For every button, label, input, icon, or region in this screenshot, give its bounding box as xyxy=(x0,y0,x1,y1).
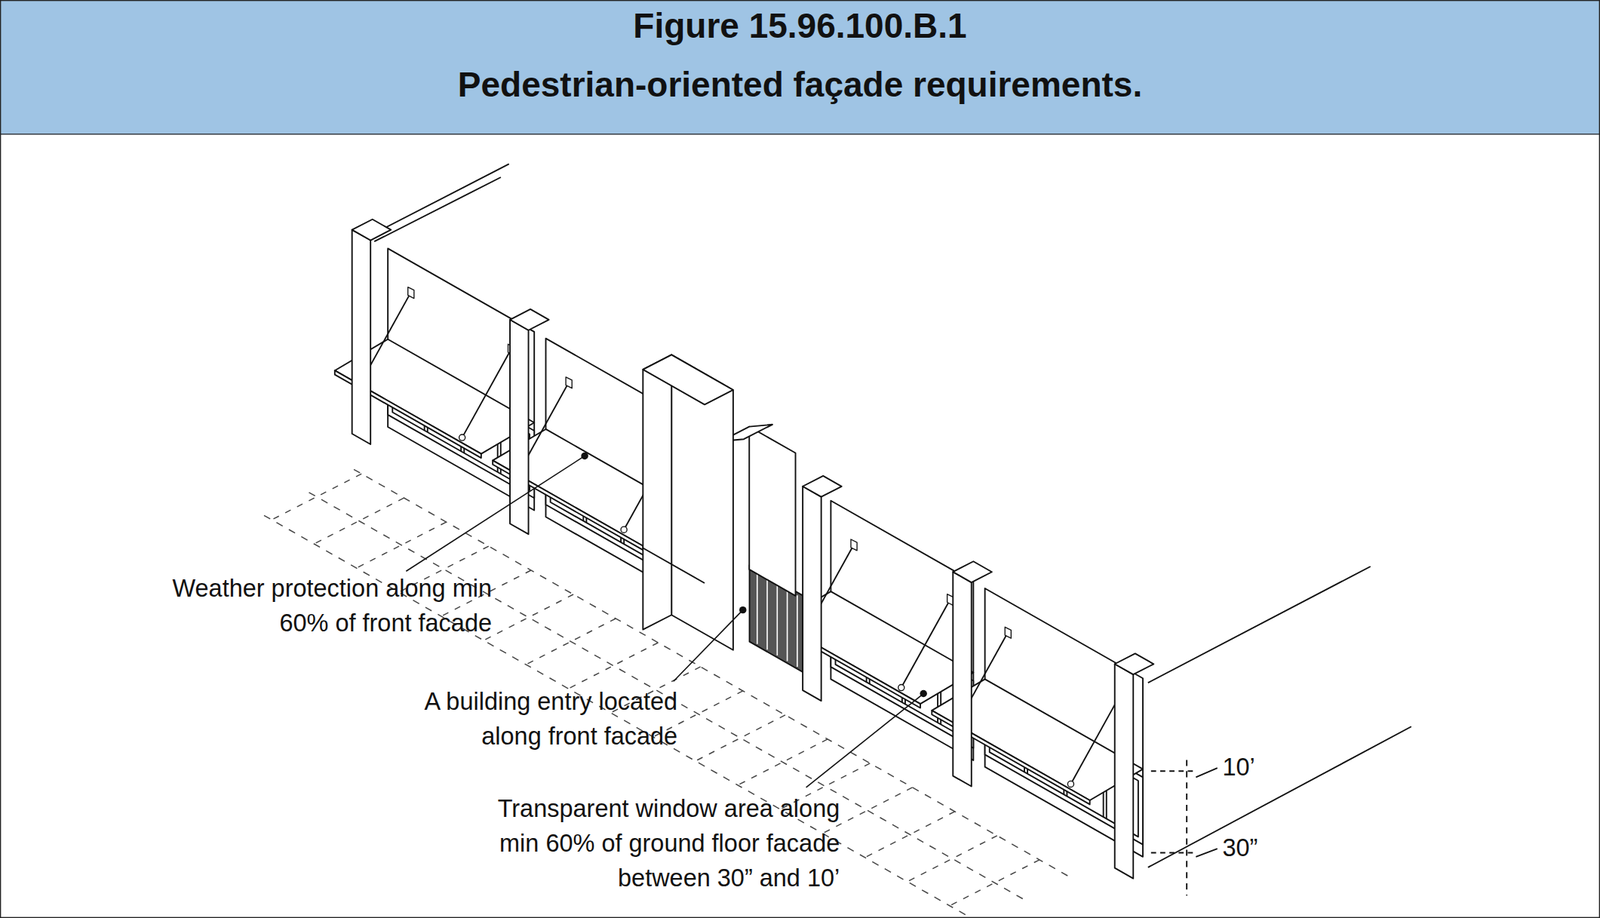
callout-label: A building entry located along front fac… xyxy=(371,684,678,754)
pillar-front xyxy=(1114,663,1134,879)
pillar-top xyxy=(1114,653,1155,675)
pillar-front xyxy=(802,486,822,701)
awning-support-rod xyxy=(901,598,951,688)
pillar-front xyxy=(952,571,972,787)
paving-joint xyxy=(737,739,828,786)
entry-surround xyxy=(749,426,796,596)
rod-anchor xyxy=(620,526,627,533)
paving-joint xyxy=(949,859,1040,906)
entry-door-line xyxy=(776,583,778,656)
height-dimension xyxy=(1151,759,1218,896)
paving-joint xyxy=(695,715,786,762)
dimension-leader xyxy=(1195,848,1217,857)
pillar-top xyxy=(352,219,392,241)
dimension-label: 30” xyxy=(1222,830,1295,866)
paving-joint xyxy=(271,473,362,520)
paving-joint xyxy=(313,497,404,544)
entry-door-line xyxy=(756,572,759,645)
dimension-leader xyxy=(1195,767,1217,777)
tower-side xyxy=(642,354,672,630)
entry-tower xyxy=(642,354,815,679)
leader-dot xyxy=(739,606,747,614)
awning-support-rod xyxy=(462,349,512,438)
paving-joint xyxy=(525,618,616,665)
dimension-tick xyxy=(1151,852,1195,854)
paving-joint xyxy=(483,594,574,641)
side-wall-edge xyxy=(1148,566,1371,683)
side-walls xyxy=(374,163,1412,867)
tower-top xyxy=(642,354,734,405)
rod-anchor xyxy=(898,684,905,691)
leader-line xyxy=(806,694,925,788)
paving-joint xyxy=(865,811,956,858)
leader-line xyxy=(673,610,744,682)
rod-bracket xyxy=(850,539,857,551)
side-wall-edge xyxy=(374,177,501,242)
figure-title: Figure 15.96.100.B.1 xyxy=(0,6,1600,47)
storefront-bays xyxy=(334,248,1143,857)
leader-line xyxy=(405,455,585,572)
side-wall-edge xyxy=(374,163,510,234)
pillars xyxy=(352,219,1155,879)
pillar-top xyxy=(509,309,550,331)
rod-anchor xyxy=(1067,780,1074,787)
rod-bracket xyxy=(565,377,572,389)
tower-band xyxy=(642,547,705,584)
awning-support-rod xyxy=(1070,695,1120,784)
figure-caption: Pedestrian-oriented façade requirements. xyxy=(0,65,1600,106)
rod-bracket xyxy=(1004,626,1011,639)
paving-joint xyxy=(907,835,998,882)
pillar-top xyxy=(802,476,842,498)
leader-dot xyxy=(580,452,588,460)
pillar-front xyxy=(352,230,372,445)
side-wall-edge xyxy=(1148,726,1412,868)
dimension-tick xyxy=(1151,770,1195,772)
entry-door-line xyxy=(766,578,768,651)
rod-bracket xyxy=(408,287,415,299)
dimension-label: 10’ xyxy=(1222,749,1295,785)
rod-anchor xyxy=(459,434,466,441)
entry-door-line xyxy=(796,595,799,667)
pillar-top xyxy=(952,561,992,583)
dimension-line xyxy=(1185,759,1188,896)
leader-dot xyxy=(919,690,927,698)
entry-door-line xyxy=(786,589,789,662)
callout-label: Weather protection along min 60% of fron… xyxy=(165,571,492,641)
paving-joint xyxy=(356,522,447,569)
paving-joint xyxy=(568,642,658,689)
callout-label: Transparent window area along min 60% of… xyxy=(472,791,840,896)
